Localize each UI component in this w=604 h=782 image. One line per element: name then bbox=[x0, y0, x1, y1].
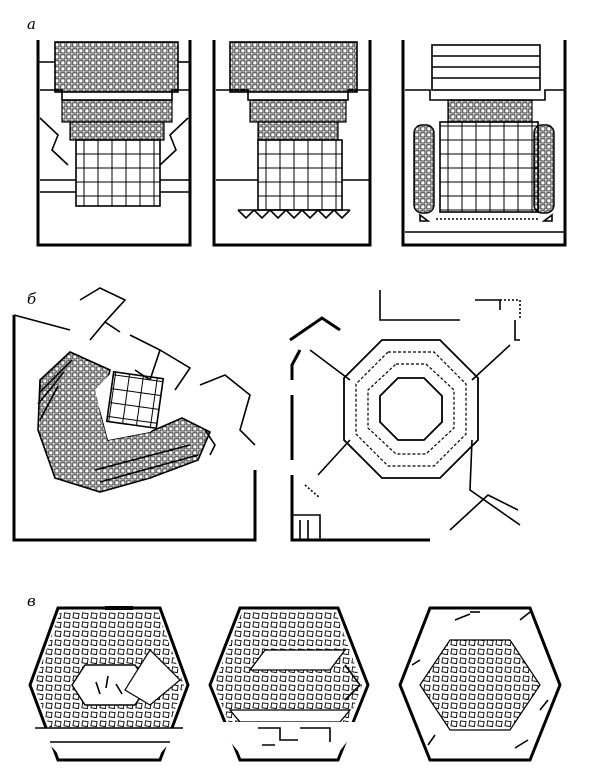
plan-b1 bbox=[12, 287, 257, 542]
label-a: а bbox=[27, 15, 36, 33]
plan-a3 bbox=[401, 40, 567, 247]
label-v: в bbox=[27, 592, 36, 610]
label-b: б bbox=[27, 290, 37, 308]
plan-a1 bbox=[36, 40, 192, 247]
plan-b2 bbox=[289, 290, 521, 542]
plan-v3 bbox=[398, 606, 562, 762]
plan-v2 bbox=[208, 606, 370, 762]
plan-v1 bbox=[28, 606, 190, 762]
plan-a2 bbox=[212, 40, 372, 247]
